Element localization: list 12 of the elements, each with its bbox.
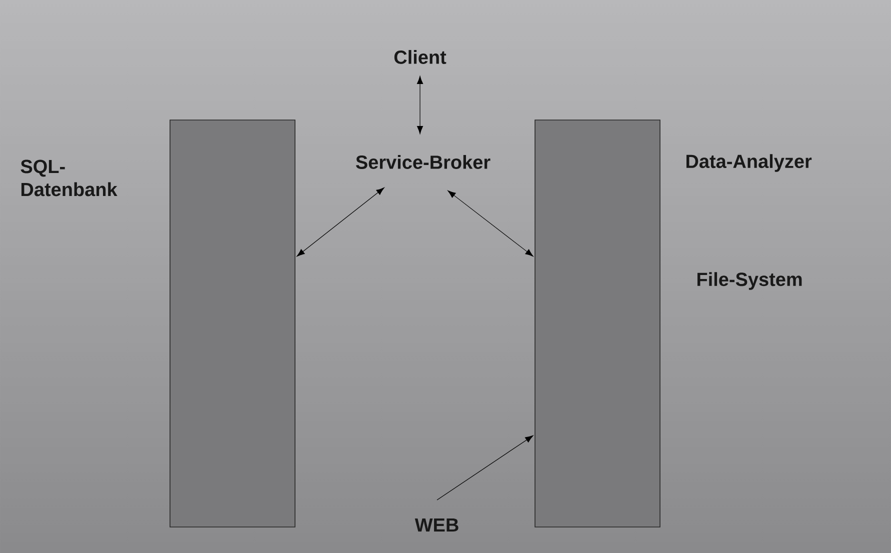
label: Client <box>394 50 446 64</box>
node-label: File-System <box>697 272 802 290</box>
column: Data-Analyzer File-System <box>534 120 812 528</box>
node-label: SQL- Datenbank <box>20 160 118 196</box>
arrow <box>448 190 534 257</box>
column: SQL- Datenbank <box>20 120 296 528</box>
node-label: Data-Analyzer <box>686 154 812 172</box>
label: Service-Broker <box>356 155 490 169</box>
label: WEB <box>414 518 458 532</box>
arrow <box>296 187 384 256</box>
arrow <box>416 76 424 134</box>
arrow <box>436 435 534 500</box>
